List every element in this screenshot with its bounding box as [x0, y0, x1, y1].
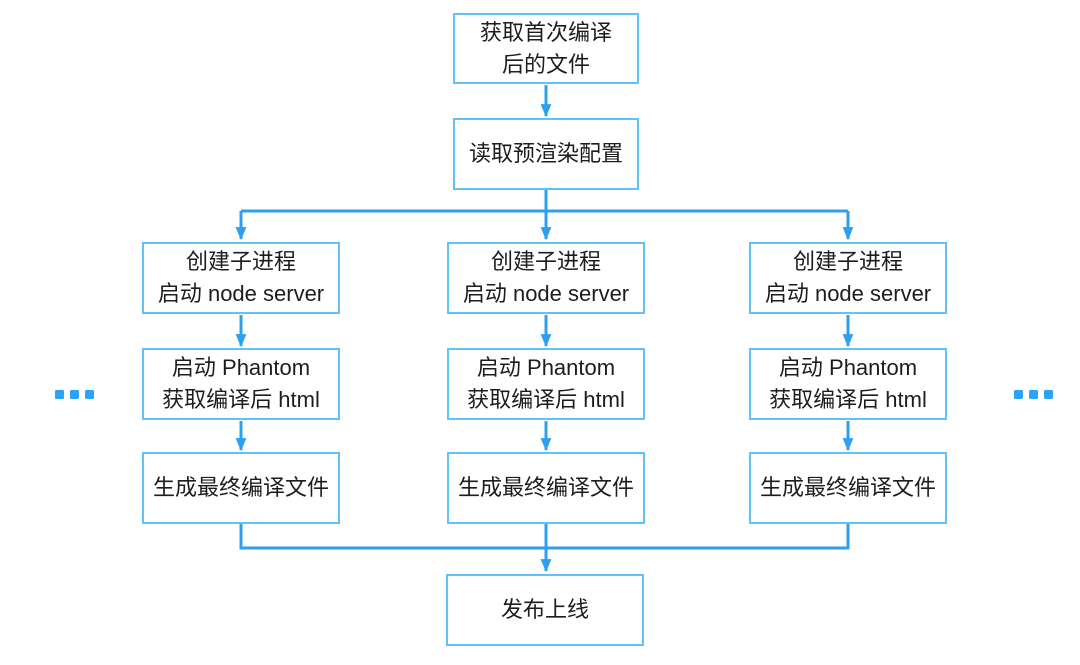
node-generate-final-files: 生成最终编译文件	[447, 452, 645, 524]
node-start-phantom: 启动 Phantom 获取编译后 html	[447, 348, 645, 420]
node-create-child-process: 创建子进程 启动 node server	[447, 242, 645, 314]
ellipsis-dot	[1044, 390, 1053, 399]
node-label-line: 启动 Phantom	[476, 355, 616, 380]
ellipsis-icon	[55, 390, 94, 399]
ellipsis-dot	[55, 390, 64, 399]
node-start-phantom: 启动 Phantom 获取编译后 html	[749, 348, 947, 420]
ellipsis-dot	[85, 390, 94, 399]
node-generate-final-files: 生成最终编译文件	[142, 452, 340, 524]
node-label-line: 获取编译后 html	[467, 387, 625, 412]
node-label-line: 获取编译后 html	[162, 387, 320, 412]
node-label-line: 获取编译后 html	[769, 387, 927, 412]
node-label-line: 生成最终编译文件	[152, 475, 329, 500]
node-read-prerender-config: 读取预渲染配置	[453, 118, 639, 190]
node-generate-final-files: 生成最终编译文件	[749, 452, 947, 524]
node-label-line: 创建子进程	[185, 249, 296, 274]
ellipsis-dot	[1029, 390, 1038, 399]
node-create-child-process: 创建子进程 启动 node server	[749, 242, 947, 314]
node-label-line: 发布上线	[500, 597, 589, 622]
node-label-line: 后的文件	[501, 51, 590, 77]
node-start-phantom: 启动 Phantom 获取编译后 html	[142, 348, 340, 420]
node-label-line: 启动 node server	[157, 281, 325, 306]
node-create-child-process: 创建子进程 启动 node server	[142, 242, 340, 314]
node-label-line: 生成最终编译文件	[759, 475, 936, 500]
ellipsis-dot	[1014, 390, 1023, 399]
node-label-line: 获取首次编译	[479, 19, 612, 45]
node-label-line: 读取预渲染配置	[468, 141, 623, 166]
ellipsis-icon	[1014, 390, 1053, 399]
node-label-line: 启动 node server	[764, 281, 932, 306]
node-label-line: 创建子进程	[792, 249, 903, 274]
node-label-line: 启动 Phantom	[778, 355, 918, 380]
node-label-line: 创建子进程	[490, 249, 601, 274]
node-label-line: 生成最终编译文件	[457, 475, 634, 500]
node-label-line: 启动 node server	[462, 281, 630, 306]
ellipsis-dot	[70, 390, 79, 399]
node-publish-online: 发布上线	[446, 574, 644, 646]
node-label-line: 启动 Phantom	[171, 355, 311, 380]
node-fetch-compiled-files: 获取首次编译 后的文件	[453, 13, 639, 84]
